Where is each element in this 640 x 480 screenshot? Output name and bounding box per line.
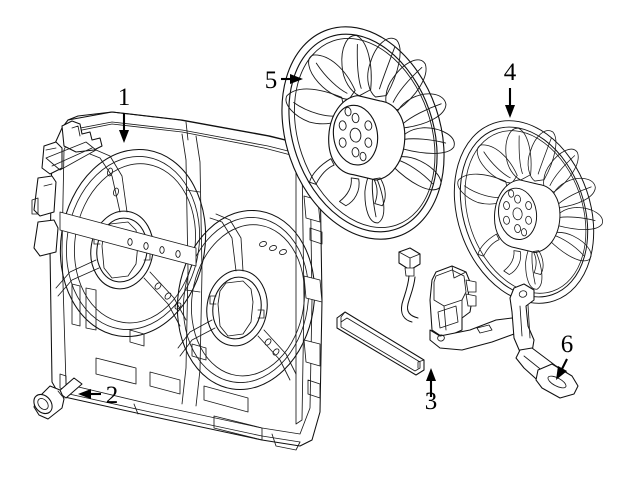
callout-number-1: 1	[118, 84, 131, 111]
callout-numbers: 1 2 3 4 5 6	[106, 59, 574, 415]
callout-leader-1	[119, 113, 129, 143]
part-6-wiring-harness-bracket-clip	[535, 363, 579, 399]
callout-leaders	[78, 74, 568, 399]
part-1-fan-shroud-assembly	[31, 111, 323, 451]
fan-control-module-and-harness	[398, 247, 579, 399]
callout-leader-3	[426, 368, 436, 397]
callout-leader-5	[281, 74, 303, 84]
callout-leader-2	[78, 389, 101, 399]
part-3-air-deflector-seal	[336, 311, 425, 376]
callout-number-6: 6	[561, 331, 574, 358]
part-2-shroud-mounting-bolt	[33, 377, 83, 420]
callout-number-4: 4	[504, 59, 517, 86]
callout-number-2: 2	[106, 382, 119, 409]
callout-leader-4	[505, 88, 515, 118]
callout-number-5: 5	[265, 67, 278, 94]
callout-leader-6	[556, 358, 568, 380]
callout-number-3: 3	[425, 388, 438, 415]
